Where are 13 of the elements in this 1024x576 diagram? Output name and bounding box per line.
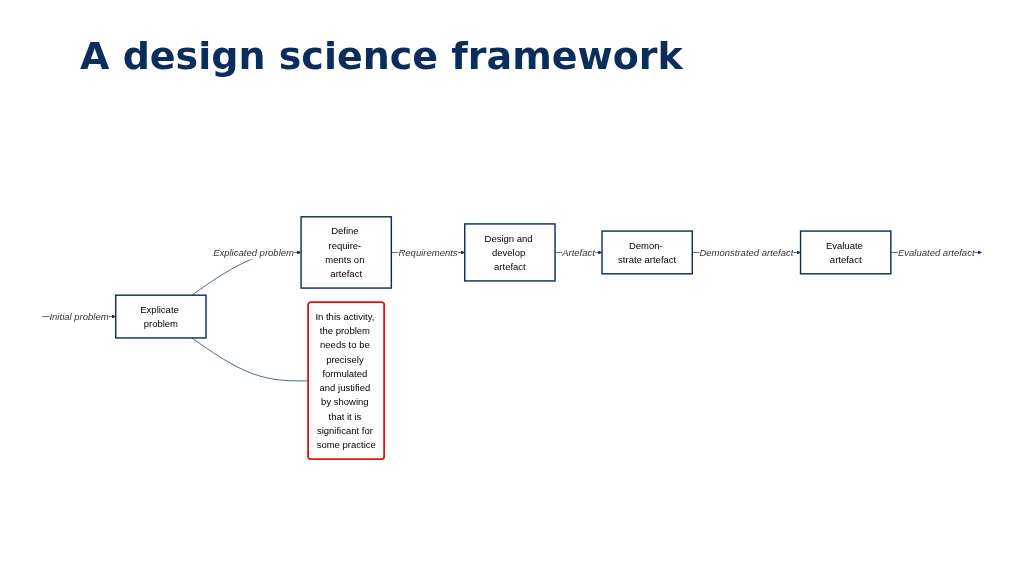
edge-label: Demonstrated artefact: [699, 247, 794, 258]
edge-label: Initial problem: [49, 311, 109, 322]
node-box: Explicate problem: [115, 294, 207, 339]
title: A design science framework: [80, 34, 683, 78]
connector: [191, 337, 309, 382]
node-box: Evaluate artefact: [799, 230, 892, 275]
edge-label: Evaluated artefact: [897, 247, 975, 258]
edge-label: Requirements: [398, 247, 458, 258]
edge-label: Explicated problem: [213, 247, 294, 258]
node-box: Design and develop artefact: [464, 223, 556, 282]
node-box: Define require- ments on artefact: [300, 216, 393, 289]
node-box: Demon- strate artefact: [601, 230, 693, 275]
edge-label: Artefact: [562, 247, 595, 258]
